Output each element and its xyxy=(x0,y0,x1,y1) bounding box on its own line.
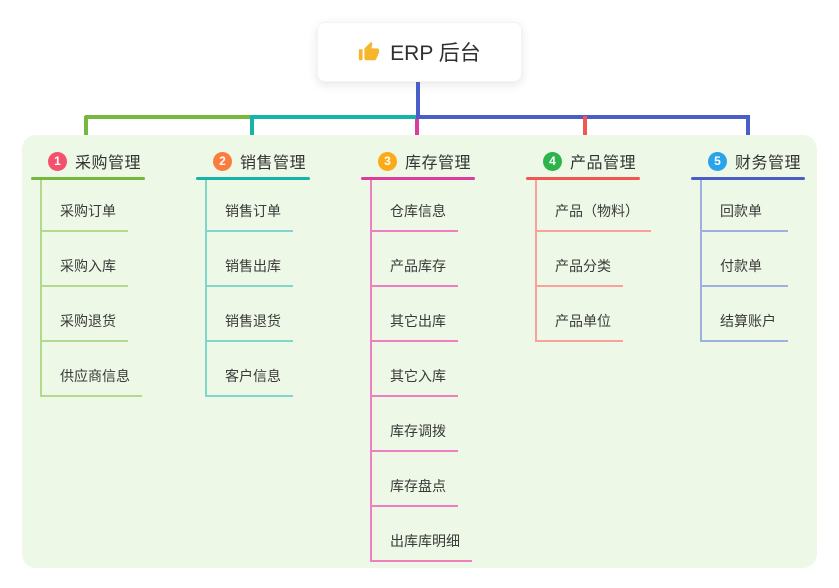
child-node-label: 采购退货 xyxy=(60,313,116,329)
branch-children: 产品（物料） 产品分类 产品单位 xyxy=(535,180,686,342)
thumbs-up-icon xyxy=(359,41,380,61)
child-node-label: 销售订单 xyxy=(225,203,281,219)
branch1-connector-drop xyxy=(84,116,88,145)
branch-number-badge: 1 xyxy=(48,151,67,171)
branch-title-label: 财务管理 xyxy=(735,155,802,172)
diagram-panel xyxy=(22,135,817,568)
trunk-connector xyxy=(416,82,420,119)
branch-underline xyxy=(31,177,145,180)
branch-children: 仓库信息 产品库存 其它出库 其它入库 库存调拨 库存盘点 出库库明细 xyxy=(370,180,521,562)
child-node-label: 回款单 xyxy=(720,203,762,219)
child-node[interactable]: 销售出库 xyxy=(207,232,293,287)
branch-number-badge: 4 xyxy=(543,151,562,171)
child-node-label: 销售出库 xyxy=(225,258,281,274)
child-node-label: 销售退货 xyxy=(225,313,281,329)
branch2-connector-h xyxy=(251,115,418,119)
branch-number-badge: 3 xyxy=(378,151,397,171)
child-node[interactable]: 采购退货 xyxy=(42,287,128,342)
child-node-label: 付款单 xyxy=(720,258,762,274)
branch-column-inventory: 3 库存管理 仓库信息 产品库存 其它出库 其它入库 库存调拨 库存盘点 出库库… xyxy=(361,148,521,562)
branch4-connector-drop xyxy=(583,116,587,145)
child-node[interactable]: 库存盘点 xyxy=(372,452,458,507)
child-node-label: 客户信息 xyxy=(225,368,281,384)
branch-children: 采购订单 采购入库 采购退货 供应商信息 xyxy=(40,180,191,397)
branch-title-label: 采购管理 xyxy=(75,155,142,172)
branch-title-inventory[interactable]: 3 库存管理 xyxy=(378,148,521,174)
child-node[interactable]: 产品单位 xyxy=(537,287,623,342)
child-node[interactable]: 出库库明细 xyxy=(372,507,472,562)
child-node[interactable]: 产品分类 xyxy=(537,232,623,287)
root-node-label: ERP 后台 xyxy=(390,42,481,65)
child-node-label: 库存调拨 xyxy=(390,423,446,439)
child-node-label: 采购订单 xyxy=(60,203,116,219)
child-node[interactable]: 采购入库 xyxy=(42,232,128,287)
child-node-label: 供应商信息 xyxy=(60,368,130,384)
child-node-label: 产品单位 xyxy=(555,313,611,329)
branch-column-sales: 2 销售管理 销售订单 销售出库 销售退货 客户信息 xyxy=(196,148,356,397)
branch-underline xyxy=(526,177,640,180)
child-node[interactable]: 结算账户 xyxy=(702,287,788,342)
child-node[interactable]: 其它出库 xyxy=(372,287,458,342)
child-node[interactable]: 销售退货 xyxy=(207,287,293,342)
branch-title-label: 库存管理 xyxy=(405,155,472,172)
child-node[interactable]: 产品（物料） xyxy=(537,180,651,232)
branch2-connector-drop xyxy=(250,116,254,145)
branch-underline xyxy=(691,177,805,180)
branch-title-label: 产品管理 xyxy=(570,155,637,172)
child-node-label: 库存盘点 xyxy=(390,478,446,494)
branch-children: 回款单 付款单 结算账户 xyxy=(700,180,839,342)
child-node-label: 仓库信息 xyxy=(390,203,446,219)
child-node-label: 产品库存 xyxy=(390,258,446,274)
branch-title-procurement[interactable]: 1 采购管理 xyxy=(48,148,191,174)
child-node-label: 结算账户 xyxy=(720,313,776,329)
branch-column-product: 4 产品管理 产品（物料） 产品分类 产品单位 xyxy=(526,148,686,342)
child-node[interactable]: 客户信息 xyxy=(207,342,293,397)
child-node-label: 其它出库 xyxy=(390,313,446,329)
child-node[interactable]: 销售订单 xyxy=(207,180,293,232)
root-node-erp[interactable]: ERP 后台 xyxy=(317,22,522,82)
branch-number-badge: 5 xyxy=(708,151,727,171)
branch-title-label: 销售管理 xyxy=(240,155,307,172)
branch-number-badge: 2 xyxy=(213,151,232,171)
branch-title-finance[interactable]: 5 财务管理 xyxy=(708,148,839,174)
child-node[interactable]: 供应商信息 xyxy=(42,342,142,397)
child-node[interactable]: 采购订单 xyxy=(42,180,128,232)
branch5-connector-drop xyxy=(746,116,750,145)
child-node[interactable]: 产品库存 xyxy=(372,232,458,287)
child-node-label: 采购入库 xyxy=(60,258,116,274)
child-node[interactable]: 库存调拨 xyxy=(372,397,458,452)
child-node[interactable]: 付款单 xyxy=(702,232,788,287)
child-node-label: 产品（物料） xyxy=(555,203,639,219)
branch-column-finance: 5 财务管理 回款单 付款单 结算账户 xyxy=(691,148,839,342)
branch1-connector-h xyxy=(85,115,253,119)
branch-title-product[interactable]: 4 产品管理 xyxy=(543,148,686,174)
child-node-label: 产品分类 xyxy=(555,258,611,274)
branch-underline xyxy=(196,177,310,180)
branch-column-procurement: 1 采购管理 采购订单 采购入库 采购退货 供应商信息 xyxy=(31,148,191,397)
branch-title-sales[interactable]: 2 销售管理 xyxy=(213,148,356,174)
child-node[interactable]: 回款单 xyxy=(702,180,788,232)
child-node-label: 出库库明细 xyxy=(390,533,460,549)
child-node[interactable]: 其它入库 xyxy=(372,342,458,397)
child-node-label: 其它入库 xyxy=(390,368,446,384)
branch-children: 销售订单 销售出库 销售退货 客户信息 xyxy=(205,180,356,397)
branch-underline xyxy=(361,177,475,180)
branch3-connector-drop xyxy=(415,119,419,145)
child-node[interactable]: 仓库信息 xyxy=(372,180,458,232)
